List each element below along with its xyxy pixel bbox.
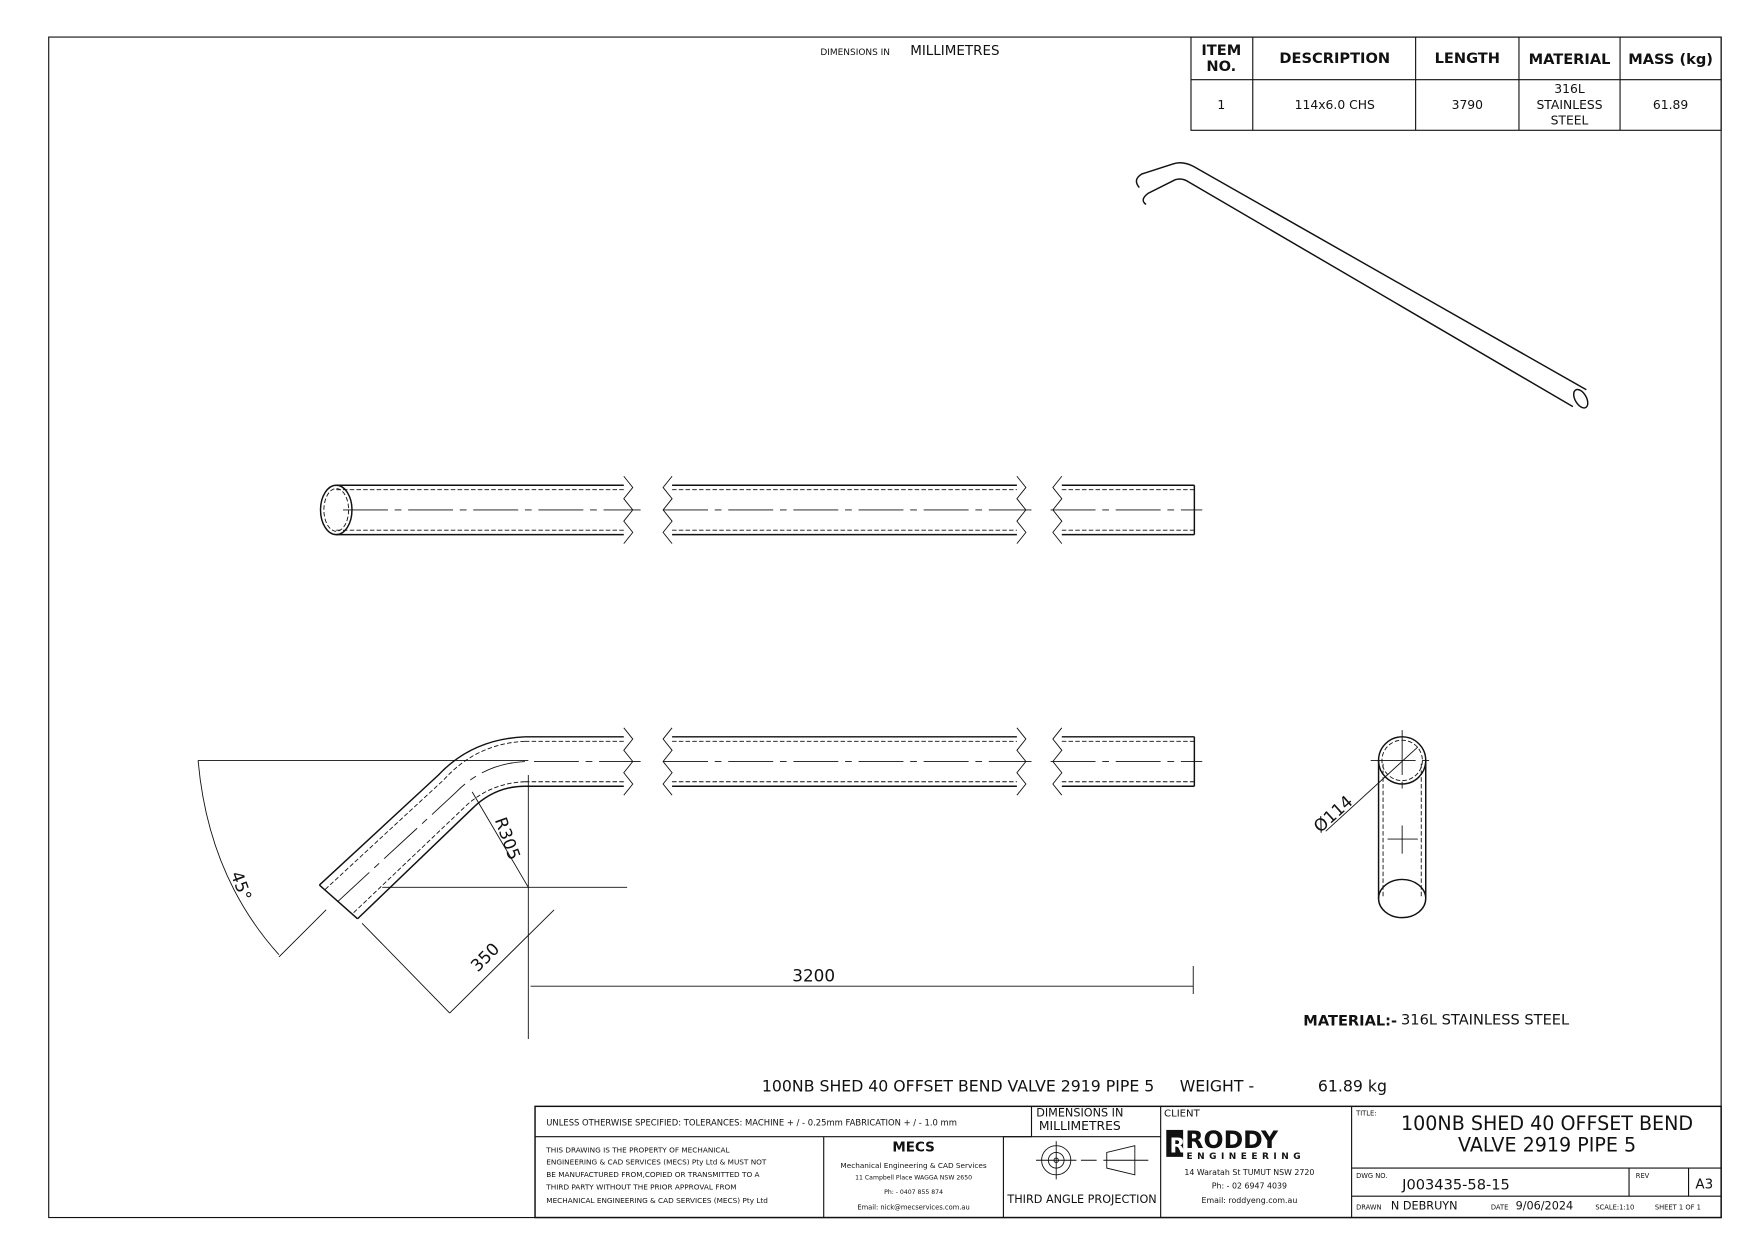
angle-dimension: 45° (227, 868, 256, 903)
mecs-address: 11 Campbell Place WAGGA NSW 2650 (855, 1174, 972, 1181)
scale: SCALE:1:10 (1595, 1204, 1634, 1212)
radius-dimension: R305 (491, 814, 525, 862)
dwg-number: J003435-58-15 (1401, 1176, 1510, 1193)
header-mass: MASS (kg) (1628, 51, 1713, 68)
client-address: 14 Waratah St TUMUT NSW 2720 (1184, 1168, 1314, 1177)
tb-dims-1: DIMENSIONS IN (1036, 1106, 1123, 1119)
table-row: 1 114x6.0 CHS 3790 316L STAINLESS STEEL … (1217, 82, 1688, 127)
header-material: MATERIAL (1529, 51, 1611, 68)
front-view: 45° R305 350 3200 (197, 727, 1203, 1039)
title-block: UNLESS OTHERWISE SPECIFIED: TOLERANCES: … (534, 1105, 1722, 1219)
caption: 100NB SHED 40 OFFSET BEND VALVE 2919 PIP… (762, 1077, 1387, 1096)
client-details: 14 Waratah St TUMUT NSW 2720 Ph: - 02 69… (1184, 1168, 1314, 1205)
date: 9/06/2024 (1516, 1200, 1574, 1213)
header-no: NO. (1206, 58, 1236, 75)
dwg-label: DWG NO. (1356, 1172, 1387, 1180)
cell-item: 1 (1217, 98, 1225, 112)
drawing-border (48, 36, 1722, 1219)
mecs-email: Email: nick@mecservices.com.au (857, 1204, 969, 1212)
property-line: THIS DRAWING IS THE PROPERTY OF MECHANIC… (545, 1145, 730, 1154)
caption-weight-value: 61.89 kg (1318, 1077, 1387, 1096)
property-note: THIS DRAWING IS THE PROPERTY OF MECHANIC… (545, 1145, 768, 1205)
rev-label: REV (1636, 1172, 1650, 1180)
header-length: LENGTH (1435, 50, 1500, 67)
mecs-name: Mechanical Engineering & CAD Services (840, 1161, 986, 1170)
cell-material-3: STEEL (1551, 114, 1589, 128)
material-value: 316L STAINLESS STEEL (1401, 1011, 1570, 1028)
property-line: MECHANICAL ENGINEERING & CAD SERVICES (M… (546, 1196, 768, 1205)
property-line: BE MANUFACTURED FROM,COPIED OR TRANSMITT… (546, 1170, 759, 1179)
bom-table: ITEM NO. DESCRIPTION LENGTH MATERIAL MAS… (1190, 36, 1722, 131)
isometric-view (1135, 161, 1589, 409)
client-label: CLIENT (1164, 1108, 1201, 1119)
material-label: MATERIAL:- (1303, 1012, 1397, 1029)
drawn-label: DRAWN (1356, 1204, 1381, 1212)
sheet-number: SHEET 1 OF 1 (1655, 1204, 1701, 1212)
mecs-block: MECS Mechanical Engineering & CAD Servic… (840, 1139, 986, 1211)
tolerances-note: UNLESS OTHERWISE SPECIFIED: TOLERANCES: … (546, 1117, 957, 1127)
logo-text: RODDY (1185, 1126, 1279, 1154)
dims-small: DIMENSIONS IN (820, 48, 890, 58)
cell-description: 114x6.0 CHS (1295, 98, 1375, 112)
tb-dims-2: MILLIMETRES (1039, 1119, 1121, 1133)
cell-mass: 61.89 (1653, 98, 1688, 112)
third-angle-projection-icon (1035, 1141, 1149, 1180)
header-description: DESCRIPTION (1279, 50, 1390, 67)
drawing-title-1: 100NB SHED 40 OFFSET BEND (1401, 1112, 1693, 1135)
material-note: MATERIAL:- 316L STAINLESS STEEL (1303, 1011, 1570, 1029)
mecs-phone: Ph: - 0407 855 874 (884, 1189, 943, 1196)
cell-length: 3790 (1452, 98, 1484, 112)
caption-weight-label: WEIGHT - (1180, 1077, 1254, 1096)
leg-dimension: 350 (466, 939, 503, 976)
logo-r: R (1170, 1133, 1186, 1157)
length-dimension: 3200 (792, 966, 835, 986)
property-line: ENGINEERING & CAD SERVICES (MECS) Pty Lt… (546, 1158, 767, 1167)
client-phone: Ph: - 02 6947 4039 (1212, 1181, 1287, 1190)
client-email: Email: roddyeng.com.au (1201, 1196, 1297, 1205)
cell-material-2: STAINLESS (1536, 98, 1602, 112)
dims-units: MILLIMETRES (910, 43, 999, 59)
top-view (319, 475, 1203, 544)
cell-material-1: 316L (1554, 82, 1585, 96)
title-label: TITLE: (1355, 1109, 1376, 1117)
drawn-by: N DEBRUYN (1391, 1200, 1458, 1213)
sheet-size: A3 (1695, 1176, 1713, 1192)
date-label: DATE (1491, 1204, 1508, 1212)
dimensions-note: DIMENSIONS IN MILLIMETRES (820, 43, 999, 59)
drawing-title-2: VALVE 2919 PIPE 5 (1458, 1133, 1636, 1156)
projection-label: THIRD ANGLE PROJECTION (1006, 1193, 1156, 1206)
header-item: ITEM (1201, 42, 1241, 59)
diameter-dimension: Ø114 (1309, 791, 1356, 836)
mecs-logo: MECS (892, 1139, 934, 1155)
end-view: Ø114 (1309, 730, 1434, 919)
logo-sub: ENGINEERING (1187, 1152, 1306, 1162)
property-line: THIRD PARTY WITHOUT THE PRIOR APPROVAL F… (545, 1182, 736, 1191)
roddy-logo: R RODDY ENGINEERING (1166, 1126, 1306, 1162)
caption-title: 100NB SHED 40 OFFSET BEND VALVE 2919 PIP… (762, 1077, 1154, 1096)
